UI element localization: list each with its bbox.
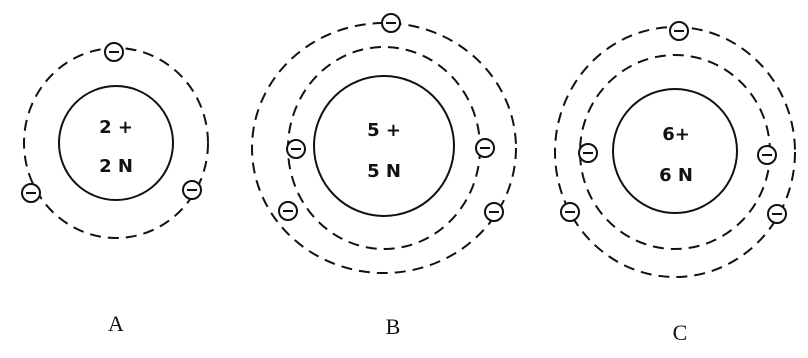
electron-icon [105, 43, 123, 61]
electron-icon [758, 146, 776, 164]
atom-c: 6+ 6 N [555, 22, 795, 277]
atom-b-protons: 5 + [367, 120, 401, 141]
atom-c-label: C [673, 320, 688, 345]
electron-icon [561, 203, 579, 221]
atom-b: 5 + 5 N [252, 14, 516, 273]
atom-a-label: A [108, 311, 124, 336]
atom-c-nucleus [613, 89, 737, 213]
electron-icon [768, 205, 786, 223]
electron-icon [476, 139, 494, 157]
atom-c-protons: 6+ [662, 124, 690, 145]
atom-a-protons: 2 + [99, 117, 133, 138]
atom-a-nucleus [59, 86, 173, 200]
electron-icon [382, 14, 400, 32]
electron-icon [287, 140, 305, 158]
electron-icon [579, 144, 597, 162]
atom-a-neutrons: 2 N [99, 156, 133, 177]
atom-b-nucleus [314, 76, 454, 216]
electron-icon [279, 202, 297, 220]
electron-icon [670, 22, 688, 40]
electron-icon [183, 181, 201, 199]
atom-b-label: B [386, 314, 401, 339]
electron-icon [485, 203, 503, 221]
atom-b-neutrons: 5 N [367, 161, 401, 182]
atom-c-neutrons: 6 N [659, 165, 693, 186]
atom-a: 2 + 2 N [22, 43, 208, 238]
electron-icon [22, 184, 40, 202]
